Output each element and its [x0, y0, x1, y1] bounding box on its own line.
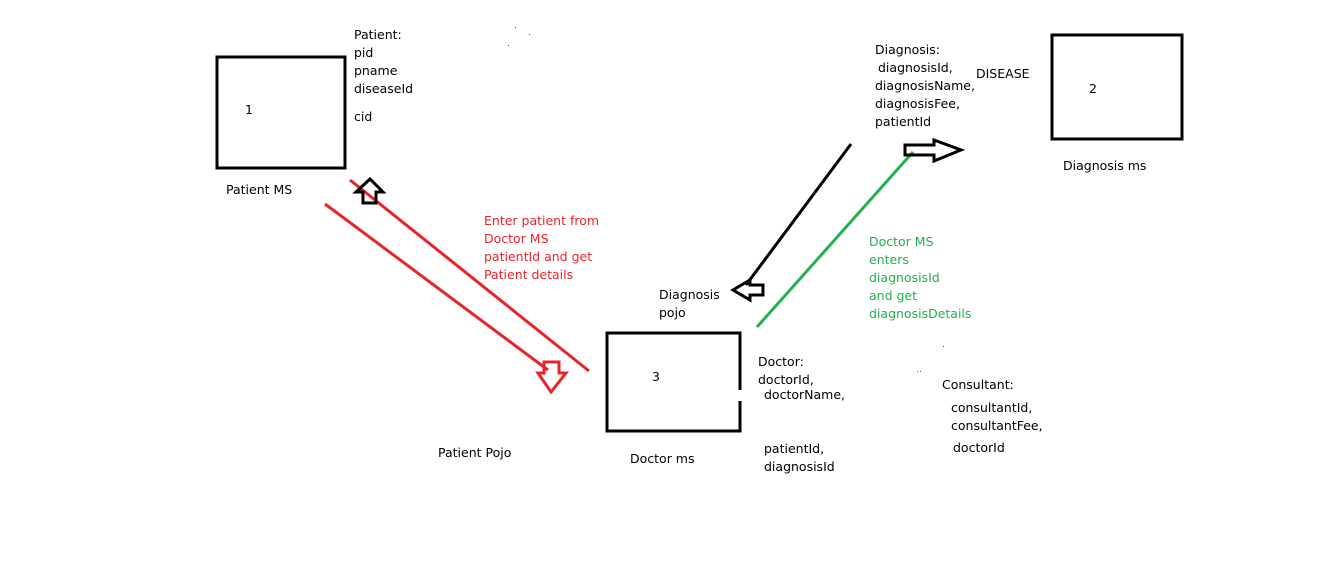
doctor-fields-title: Doctor:	[758, 354, 804, 369]
stray-dot	[529, 34, 530, 35]
black-up-arrow-icon	[352, 176, 387, 205]
red-annotation-line: Patient details	[484, 267, 574, 282]
patient-pojo-label: Patient Pojo	[438, 445, 512, 460]
consultant-field: doctorId	[953, 440, 1005, 455]
diagnosis-field: diagnosisName,	[875, 78, 975, 93]
red-line-upper	[349, 178, 590, 373]
stray-dot	[508, 45, 509, 46]
stray-dot	[515, 27, 516, 28]
red-annotation-line: Enter patient from	[484, 213, 600, 228]
patient-fields-title: Patient:	[354, 27, 402, 42]
black-right-arrow-icon	[903, 137, 966, 164]
black-left-arrow-icon	[730, 277, 765, 303]
diagnosis-pojo-line: pojo	[659, 305, 686, 320]
doctor-field: doctorId,	[758, 372, 814, 387]
green-annotation-line: diagnosisDetails	[869, 306, 972, 321]
doctor-ms-caption: Doctor ms	[630, 451, 695, 466]
patient-ms-box	[215, 55, 347, 170]
doctor-box-number: 3	[652, 369, 660, 384]
consultant-field: consultantId,	[951, 400, 1033, 415]
diagnosis-fields-title: Diagnosis:	[875, 42, 940, 57]
diagnosis-field: patientId	[875, 114, 932, 129]
patient-field: diseaseId	[354, 81, 414, 96]
diagnosis-field: diagnosisId,	[878, 60, 953, 75]
stray-dot	[943, 346, 944, 347]
doctor-field: patientId,	[764, 441, 825, 456]
diagnosis-ms-box	[1050, 33, 1184, 141]
red-annotation-line: Doctor MS	[484, 231, 549, 246]
stray-dot	[917, 371, 918, 372]
green-annotation-line: and get	[869, 288, 918, 303]
consultant-field: consultantFee,	[951, 418, 1043, 433]
diagnosis-field: diagnosisFee,	[875, 96, 960, 111]
diagnosis-pojo-line: Diagnosis	[659, 287, 720, 302]
green-diagonal-line	[755, 151, 915, 328]
black-diagonal-line	[744, 143, 853, 286]
disease-label: DISEASE	[976, 66, 1030, 81]
patient-box-number: 1	[245, 102, 253, 117]
diagnosis-ms-caption: Diagnosis ms	[1063, 158, 1147, 173]
patient-field: pname	[354, 63, 398, 78]
doctor-field: doctorName,	[764, 387, 845, 402]
doctor-ms-box	[605, 331, 742, 433]
green-annotation-line: enters	[869, 252, 909, 267]
red-line-lower	[324, 202, 549, 372]
stray-dot	[920, 371, 921, 372]
red-annotation-line: patientId and get	[484, 249, 593, 264]
green-annotation-line: diagnosisId	[869, 270, 940, 285]
doctor-field: diagnosisId	[764, 459, 835, 474]
patient-field: cid	[354, 109, 373, 124]
green-annotation-line: Doctor MS	[869, 234, 934, 249]
patient-ms-caption: Patient MS	[226, 182, 293, 197]
diagnosis-box-number: 2	[1089, 81, 1097, 96]
consultant-fields-title: Consultant:	[942, 377, 1014, 392]
red-down-arrow-icon	[535, 360, 570, 395]
patient-field: pid	[354, 45, 374, 60]
